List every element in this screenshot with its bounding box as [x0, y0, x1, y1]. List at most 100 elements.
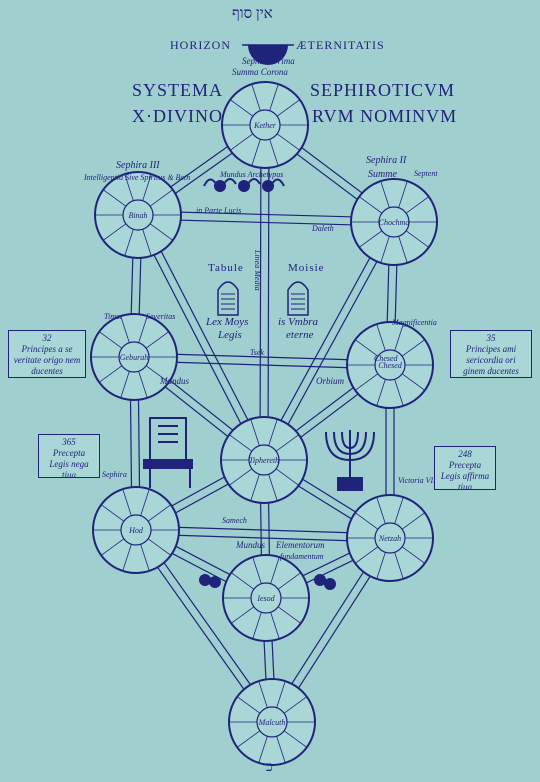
- tsek-label: Tsek: [250, 348, 264, 357]
- sephira-malkuth-spoke: [236, 696, 261, 714]
- title-line2-left: X·DIVINO: [132, 106, 223, 126]
- sephira-geburah-spoke: [138, 315, 148, 343]
- sephira-iii-label: Sephira III: [116, 160, 160, 171]
- sephira-yesod-spoke: [277, 572, 302, 590]
- sephira-binah-spoke: [142, 229, 152, 257]
- orbium-label: Orbium: [316, 376, 345, 386]
- victoria-label: Victoria VII: [398, 476, 436, 485]
- sephira-netzach-label: Netzah: [378, 534, 401, 543]
- linea-media-label: Linea Media: [253, 250, 262, 291]
- tablets-of-moses: [217, 281, 309, 316]
- sephira-tiphereth-spoke: [228, 468, 253, 486]
- box-right-top-text: Principes ami sericordia ori ginem ducen…: [463, 344, 519, 376]
- horizon-right-label: ÆTERNITATIS: [296, 38, 385, 52]
- bottom-glyph: כ: [266, 760, 273, 775]
- fundamentum-label: fundamentum: [280, 552, 324, 561]
- sephira-yesod-spoke: [252, 556, 262, 584]
- tabule-label: Tabule: [208, 262, 244, 274]
- box-right-mid-num: 248: [458, 449, 472, 459]
- sephira-hod-spoke: [122, 488, 132, 516]
- aeterne-label: eterne: [286, 329, 314, 341]
- sephira-tiphereth-spoke: [268, 418, 278, 446]
- sephira-keter: Kether: [221, 81, 309, 169]
- sephira-tiphereth-spoke: [250, 474, 260, 502]
- sephira-netzach-spoke: [394, 496, 404, 524]
- sephira-binah: Binah: [94, 171, 182, 259]
- sephira-yesod-spoke: [270, 612, 280, 640]
- sephira-hod-spoke: [122, 544, 132, 572]
- sephira-yesod: Iesod: [222, 554, 310, 642]
- sephira-hod-spoke: [147, 538, 172, 556]
- sephira-keter-spoke: [251, 139, 261, 167]
- sephira-keter-spoke: [251, 83, 261, 111]
- sephira-chesed-spoke: [354, 373, 379, 391]
- sephira-yesod-spoke: [270, 556, 280, 584]
- sephira-netzach-spoke: [354, 512, 379, 530]
- sephira-chokmah: Chochma: [350, 178, 438, 266]
- mundus2-label: Mundus: [236, 540, 265, 550]
- sephira-bottom-label: Sephira: [102, 470, 127, 479]
- box-left-mid: 365 Precepta Legis nega tiua: [38, 434, 100, 480]
- chesed-label: Chesed: [374, 354, 398, 363]
- cherubim-figure: [203, 178, 285, 192]
- mundus-label: Mundus: [160, 376, 189, 386]
- lex-moys-label: Lex Moys: [206, 316, 249, 328]
- box-right-mid: 248 Precepta Legis affirma tiua: [434, 446, 496, 492]
- sephira-hod: Hod: [92, 486, 180, 574]
- sephira-malkuth-spoke: [258, 736, 268, 764]
- sephira-chesed-spoke: [394, 379, 404, 407]
- septent-label: Septent: [414, 169, 438, 178]
- sephira-chesed-label: Chesed: [378, 361, 403, 370]
- sephira-keter-spoke: [229, 133, 254, 151]
- sephira-binah-spoke: [142, 173, 152, 201]
- horizon-half-disc: [248, 45, 288, 65]
- sephira-chokmah-spoke: [358, 196, 383, 214]
- elementorum-label: Elementorum: [276, 540, 325, 550]
- sephira-chokmah-spoke: [405, 230, 430, 248]
- sephira-geburah-spoke: [98, 331, 123, 349]
- sephira-tiphereth-spoke: [275, 468, 300, 486]
- sephira-binah-spoke: [124, 173, 134, 201]
- sephira-yesod-spoke: [277, 606, 302, 624]
- sephira-geburah-spoke: [98, 365, 123, 383]
- mundus-archetypus-label: Mundus Archetypus: [220, 170, 284, 179]
- sephira-netzach: Netzah: [346, 494, 434, 582]
- sephira-netzach-spoke: [401, 512, 426, 530]
- sephira-geburah-spoke: [120, 315, 130, 343]
- daleth-label: Daleth: [312, 224, 334, 233]
- sephira-yesod-label: Iesod: [256, 594, 275, 603]
- sephira-yesod-spoke: [230, 606, 255, 624]
- sephira-hod-spoke: [140, 544, 150, 572]
- title-line1-right: SEPHIROTICVM: [310, 80, 456, 100]
- box-left-top-num: 32: [42, 333, 52, 343]
- horizon-left-label: HORIZON: [170, 38, 231, 52]
- in-parte-lucis-label: in Parte Lucis: [196, 206, 242, 215]
- sephira-tiphereth-spoke: [268, 474, 278, 502]
- timor-label: Timor: [104, 312, 124, 321]
- sephira-chesed: Chesed: [346, 321, 434, 409]
- sephira-hod-label: Hod: [128, 526, 144, 535]
- sephira-binah-spoke: [102, 223, 127, 241]
- sephira-hod-spoke: [100, 538, 125, 556]
- sephira-hod-spoke: [100, 504, 125, 522]
- box-right-mid-text: Precepta Legis affirma tiua: [440, 460, 490, 492]
- sephira-binah-spoke: [102, 189, 127, 207]
- sephira-malkuth-spoke: [283, 696, 308, 714]
- moisie-label: Moisie: [288, 262, 325, 274]
- sephira-malkuth-spoke: [258, 680, 268, 708]
- sephira-keter-spoke: [269, 83, 279, 111]
- sephira-chesed-spoke: [376, 323, 386, 351]
- sephira-chokmah-spoke: [380, 236, 390, 264]
- path-chokmah-tiphereth-edge1: [266, 223, 399, 463]
- sephira-chokmah-spoke: [405, 196, 430, 214]
- severitas-label: Severitas: [146, 312, 176, 321]
- sephira-chokmah-spoke: [380, 180, 390, 208]
- sephira-geburah-label: Geburah: [120, 353, 148, 362]
- sephira-tiphereth: Tiphereth: [220, 416, 308, 504]
- box-left-top-text: Principes a se veritate origo nem ducent…: [13, 344, 81, 376]
- sephira-geburah-spoke: [145, 365, 170, 383]
- sephira-netzach-spoke: [394, 552, 404, 580]
- title-line2-right: RVM NOMINVM: [312, 106, 458, 126]
